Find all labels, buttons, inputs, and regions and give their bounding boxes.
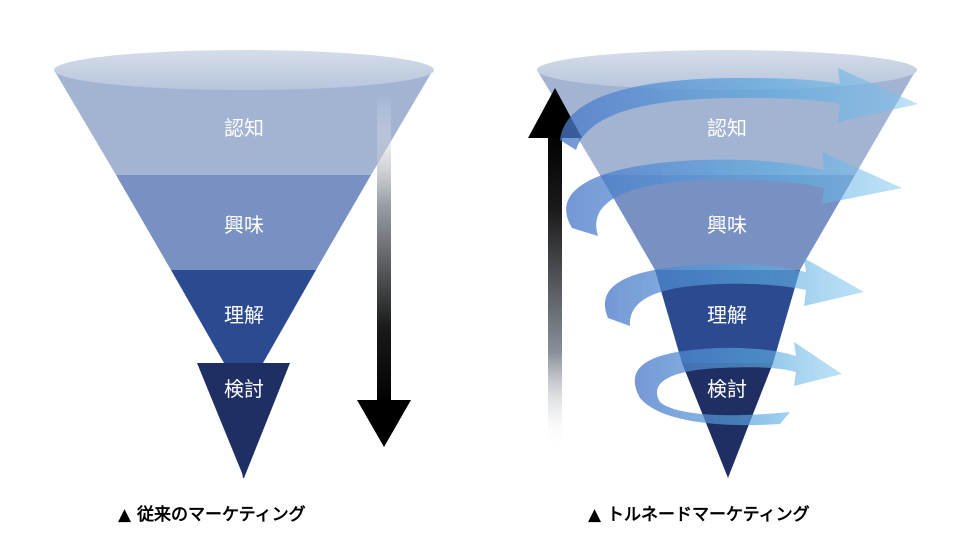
right-stage-interest <box>600 175 855 270</box>
left-stage-label-3: 理解 <box>224 303 264 327</box>
tornado-swirl <box>560 68 918 426</box>
right-stage-label-1: 認知 <box>707 116 747 140</box>
swirl-band-3 <box>604 258 864 326</box>
right-funnel-rim <box>537 50 917 90</box>
right-stage-label-4: 検討 <box>707 377 747 401</box>
left-funnel: 認知 興味 理解 検討 <box>54 50 434 478</box>
down-arrow <box>357 95 411 447</box>
left-stage-awareness <box>54 70 433 175</box>
swirl-band-4 <box>634 342 842 426</box>
swirl-band-1 <box>560 68 918 150</box>
left-stage-label-1: 認知 <box>224 116 264 140</box>
left-stage-consideration-lower <box>197 363 290 478</box>
swirl-band-2 <box>566 152 902 236</box>
left-stage-interest <box>116 175 371 270</box>
right-caption: ▲ トルネードマーケティング <box>588 504 810 525</box>
left-funnel-rim <box>54 50 434 90</box>
right-stage-label-2: 興味 <box>707 213 747 237</box>
left-stage-understanding <box>171 270 316 363</box>
right-stage-understanding <box>655 270 800 363</box>
left-stage-label-2: 興味 <box>224 213 264 237</box>
right-stage-label-3: 理解 <box>707 303 747 327</box>
left-caption: ▲ 従来のマーケティング <box>118 504 306 525</box>
left-stage-label-4: 検討 <box>224 377 264 401</box>
